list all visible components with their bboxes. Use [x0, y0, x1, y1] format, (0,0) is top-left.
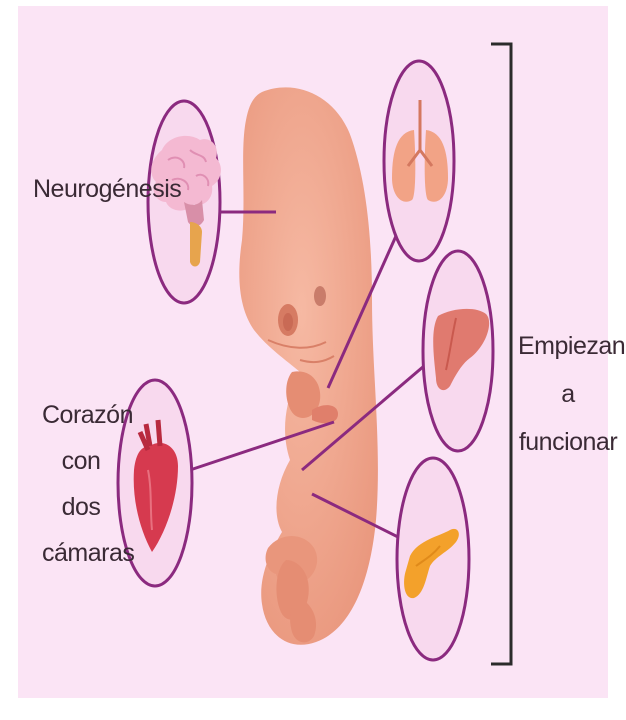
heart-label-line-2: con dos [42, 438, 120, 530]
heart-label-line-3: cámaras [42, 530, 120, 576]
bracket-label-line-2: a funcionar [518, 370, 618, 466]
neurogenesis-text: Neurogénesis [33, 172, 181, 206]
heart-label-line-1: Corazón [42, 392, 120, 438]
bracket-label-line-1: Empiezan [518, 322, 618, 370]
neurogenesis-label: Neurogénesis [33, 172, 181, 206]
heart-label: Corazón con dos cámaras [42, 392, 120, 576]
embryo [239, 87, 378, 644]
bracket-label: Empiezan a funcionar [518, 322, 618, 466]
